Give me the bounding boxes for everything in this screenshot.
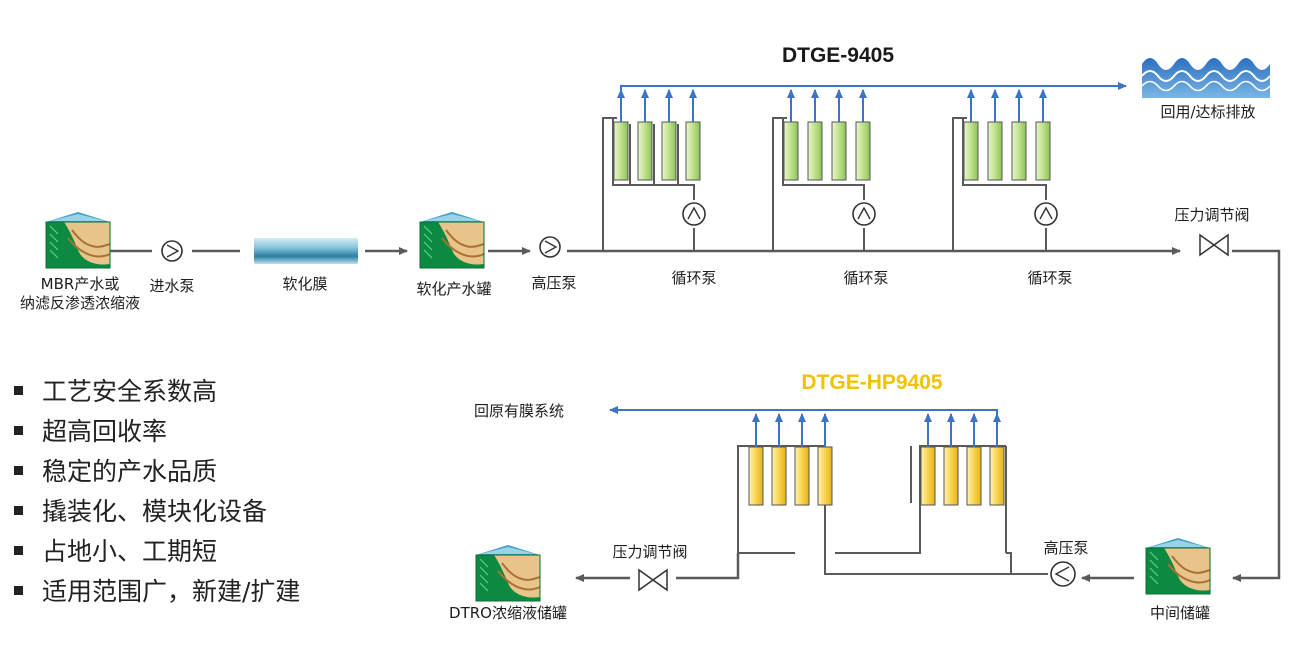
hp-pump-2-label: 高压泵 — [1043, 539, 1089, 557]
feed-pump-icon — [161, 240, 183, 262]
softening-membrane-label: 软化膜 — [282, 275, 328, 293]
concentrate-tank-icon — [475, 544, 541, 602]
circulation-pump-1-label: 循环泵 — [671, 269, 717, 287]
feature-item: 工艺安全系数高 — [14, 372, 300, 412]
water-waves-icon — [1141, 58, 1271, 98]
feature-item: 超高回收率 — [14, 412, 300, 452]
concentrate-outlet-lines — [575, 553, 740, 582]
system2-title: DTGE-HP9405 — [801, 371, 943, 394]
dtge-9405-unit-1 — [602, 89, 706, 251]
hp-loop-lines — [737, 445, 1048, 575]
bullet-icon — [14, 425, 23, 435]
softening-membrane-icon — [254, 238, 358, 264]
pressure-valve-1-icon — [1199, 233, 1229, 257]
bullet-icon — [14, 385, 23, 395]
concentrate-tank-label: DTRO浓缩液储罐 — [449, 604, 567, 622]
circulation-pump-3-label: 循环泵 — [1027, 269, 1073, 287]
hp-pump-1-label: 高压泵 — [531, 274, 577, 292]
feature-item: 撬装化、模块化设备 — [14, 492, 300, 532]
top-process-lines — [110, 247, 1281, 582]
bullet-icon — [14, 465, 23, 475]
dtge-9405-unit-3 — [952, 89, 1058, 251]
feature-item: 占地小、工期短 — [14, 532, 300, 572]
circulation-pump-2-label: 循环泵 — [843, 269, 889, 287]
return-to-system-label: 回原有膜系统 — [474, 402, 565, 420]
feature-item: 适用范围广，新建/扩建 — [14, 572, 300, 612]
circulation-pump-1-icon — [682, 202, 706, 226]
feature-item: 稳定的产水品质 — [14, 452, 300, 492]
feed-pump-label: 进水泵 — [149, 277, 195, 295]
hp-pump-2-icon — [1050, 561, 1076, 587]
pressure-valve-1-label: 压力调节阀 — [1174, 206, 1250, 224]
source-label-line1: MBR产水或 — [40, 275, 120, 293]
hp-membranes-2 — [920, 446, 1005, 506]
hp-pump-1-icon — [539, 236, 561, 258]
hp-membranes-1 — [748, 446, 833, 506]
intermediate-tank-label: 中间储罐 — [1149, 604, 1211, 622]
source-label-line2: 纳滤反渗透浓缩液 — [19, 294, 141, 312]
bullet-icon — [14, 585, 23, 595]
softened-tank-icon — [419, 211, 485, 269]
system1-title: DTGE-9405 — [781, 44, 895, 67]
pressure-valve-2-label: 压力调节阀 — [612, 543, 688, 561]
source-tank-icon — [45, 211, 111, 269]
permeate-header-top — [620, 82, 1127, 92]
circulation-pump-2-icon — [852, 202, 876, 226]
bullet-icon — [14, 545, 23, 555]
hp-permeate-risers — [609, 406, 1001, 447]
bullet-icon — [14, 505, 23, 515]
features-list: 工艺安全系数高 超高回收率 稳定的产水品质 撬装化、模块化设备 占地小、工期短 … — [14, 372, 300, 612]
intermediate-tank-icon — [1145, 537, 1211, 595]
circulation-pump-3-icon — [1034, 202, 1058, 226]
softened-tank-label: 软化产水罐 — [416, 280, 492, 298]
dtge-9405-unit-2 — [772, 89, 876, 251]
reuse-discharge-label: 回用/达标排放 — [1160, 103, 1256, 121]
pressure-valve-2-icon — [638, 568, 668, 592]
